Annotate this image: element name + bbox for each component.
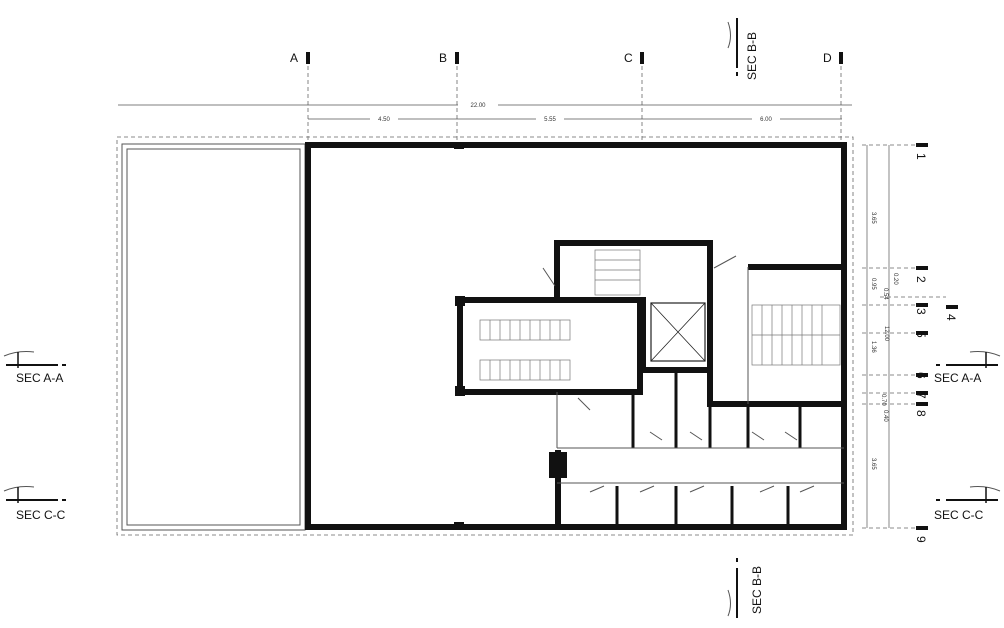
- section-label-cc-left: SEC C-C: [16, 508, 66, 522]
- elevator: [640, 297, 710, 373]
- dim-v-6: 12.00: [883, 326, 889, 342]
- grid-label-9: 9: [914, 536, 928, 543]
- dim-v-9: 3.65: [870, 458, 876, 470]
- dim-v-1: 3.65: [870, 212, 876, 224]
- dim-bay-cd: 6.00: [760, 117, 772, 123]
- section-marker-aa-left: SEC A-A: [3, 351, 66, 385]
- dim-overall-width: 22.00: [470, 103, 486, 109]
- rooms: [542, 255, 844, 528]
- grid-label-a: A: [290, 51, 298, 65]
- section-marker-cc-right: SEC C-C: [934, 486, 1001, 522]
- dim-v-5: 1.36: [870, 341, 876, 353]
- dim-v-8: 0.40: [882, 410, 888, 422]
- terrace: [121, 143, 306, 531]
- grid-marker-c: [640, 52, 644, 64]
- grid-row-markers: 1 2 3 4 5 6 7 8 9: [914, 143, 958, 543]
- section-label-cc-right: SEC C-C: [934, 508, 984, 522]
- grid-label-1: 1: [914, 153, 928, 160]
- dim-bay-bc: 5.55: [544, 117, 556, 123]
- grid-marker-a: [306, 52, 310, 64]
- grid-marker-b: [455, 52, 459, 64]
- section-marker-bb-bottom: SEC B-B: [727, 558, 764, 618]
- grid-label-6: 6: [914, 372, 928, 379]
- dim-v-3: 0.20: [892, 273, 898, 285]
- exterior-wall: [305, 142, 847, 530]
- dim-v-7: 0.70: [880, 394, 886, 406]
- dim-v-4: 0.54: [882, 288, 888, 300]
- top-dimensions: 22.00 4.50 5.55 6.00: [118, 100, 852, 124]
- right-dimensions: 3.65 0.95 0.20 0.54 1.36 12.00 0.70 0.40…: [862, 144, 946, 529]
- section-marker-aa-right: SEC A-A: [934, 351, 1001, 385]
- section-label-bb-bottom: SEC B-B: [750, 566, 764, 614]
- grid-label-2: 2: [914, 276, 928, 283]
- grid-label-4: 4: [944, 314, 958, 321]
- grid-column-markers: A B C D: [290, 51, 843, 140]
- grid-label-3: 3: [914, 308, 928, 315]
- stair-core-left: [455, 296, 643, 396]
- section-marker-bb-top: SEC B-B: [727, 18, 759, 80]
- grid-label-b: B: [439, 51, 447, 65]
- stair-core-right: [707, 243, 844, 407]
- site-boundary: [116, 136, 854, 536]
- grid-label-d: D: [823, 51, 832, 65]
- grid-label-5: 5: [914, 331, 928, 338]
- section-marker-cc-left: SEC C-C: [3, 486, 66, 522]
- grid-label-c: C: [624, 51, 633, 65]
- section-label-bb-top: SEC B-B: [745, 32, 759, 80]
- section-label-aa-left: SEC A-A: [16, 371, 63, 385]
- stair-core-upper: [554, 240, 713, 297]
- grid-label-7: 7: [914, 392, 928, 399]
- grid-label-8: 8: [914, 410, 928, 417]
- section-label-aa-right: SEC A-A: [934, 371, 981, 385]
- dim-v-2: 0.95: [870, 278, 876, 290]
- dim-bay-ab: 4.50: [378, 117, 390, 123]
- grid-marker-d: [839, 52, 843, 64]
